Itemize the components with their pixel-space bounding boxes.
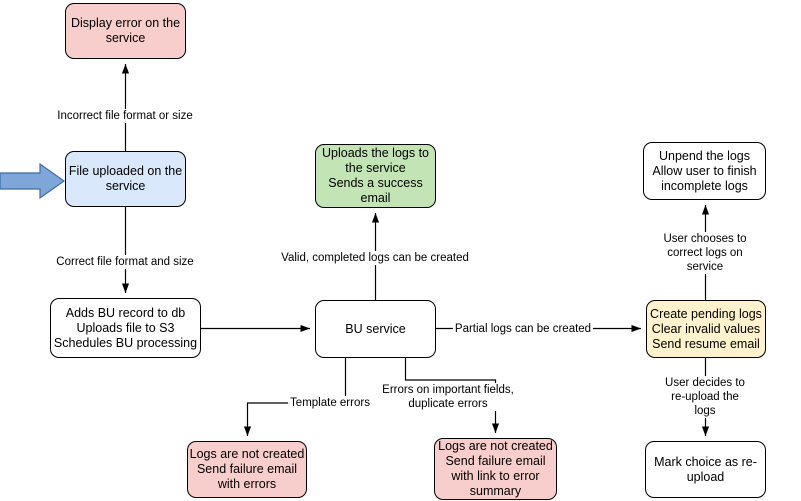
edge-label-user-decides-to-reupload: User decides to re-upload the logs xyxy=(657,376,753,418)
node-logs-not-created-with-errors[interactable]: Logs are not created Send failure email … xyxy=(187,441,307,498)
node-bu-service-label: BU service xyxy=(345,321,406,336)
entry-arrow xyxy=(0,162,66,200)
node-file-uploaded-label: File uploaded on the service xyxy=(68,164,183,193)
node-bu-service[interactable]: BU service xyxy=(315,300,436,358)
node-uploads-the-logs[interactable]: Uploads the logs to the service Sends a … xyxy=(315,144,436,208)
node-create-pending-logs[interactable]: Create pending logs Clear invalid values… xyxy=(646,300,766,358)
node-adds-bu-record[interactable]: Adds BU record to db Uploads file to S3 … xyxy=(50,298,201,358)
edge-label-incorrect-file-format: Incorrect file format or size xyxy=(55,109,195,123)
edge-label-valid-completed-logs: Valid, completed logs can be created xyxy=(279,251,471,265)
node-file-uploaded-on-the-service[interactable]: File uploaded on the service xyxy=(65,151,186,207)
edge-label-partial-logs: Partial logs can be created xyxy=(452,322,594,336)
node-uploads-the-logs-label: Uploads the logs to the service Sends a … xyxy=(321,146,429,205)
node-logs-not-created-with-errors-label: Logs are not created Send failure email … xyxy=(189,447,305,491)
node-logs-not-created-with-summary[interactable]: Logs are not created Send failure email … xyxy=(434,438,557,500)
node-create-pending-logs-label: Create pending logs Clear invalid values… xyxy=(650,306,762,351)
edge-label-errors-on-important-fields: Errors on important fields, duplicate er… xyxy=(380,383,516,411)
node-logs-not-created-with-summary-label: Logs are not created Send failure email … xyxy=(438,439,553,498)
node-unpend-the-logs[interactable]: Unpend the logs Allow user to finish inc… xyxy=(643,142,766,200)
node-display-error[interactable]: Display error on the service xyxy=(65,3,186,59)
node-unpend-the-logs-label: Unpend the logs Allow user to finish inc… xyxy=(652,148,757,193)
edge-label-user-chooses-to-correct-logs: User chooses to correct logs on service xyxy=(657,232,753,274)
node-mark-choice-as-reupload-label: Mark choice as re- upload xyxy=(654,454,757,484)
node-mark-choice-as-reupload[interactable]: Mark choice as re- upload xyxy=(645,441,766,498)
edge-label-correct-file-format: Correct file format and size xyxy=(54,255,196,269)
node-adds-bu-record-label: Adds BU record to db Uploads file to S3 … xyxy=(53,305,198,350)
edge-label-template-errors: Template errors xyxy=(288,396,372,410)
node-display-error-label: Display error on the service xyxy=(70,16,181,45)
